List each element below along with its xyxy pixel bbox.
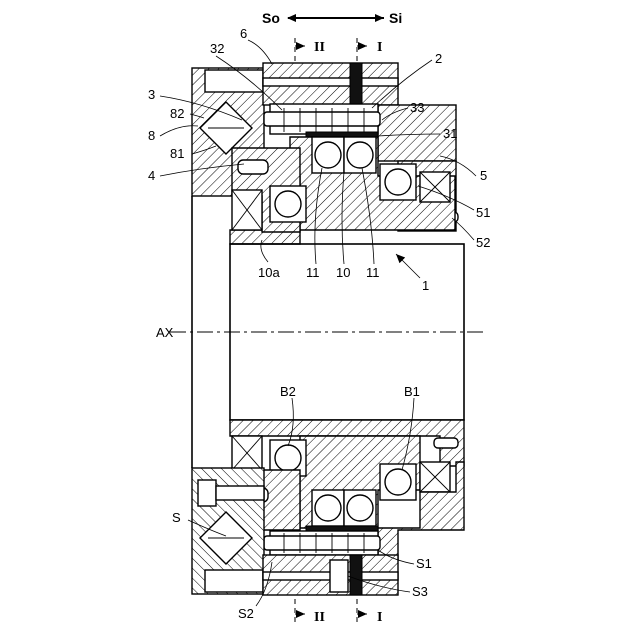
label-3: 3 — [148, 87, 155, 102]
label-b1: B1 — [404, 384, 420, 399]
ring-gear-upper — [350, 63, 362, 105]
label-5: 5 — [480, 168, 487, 183]
bolt-upper — [238, 160, 268, 174]
bolt-shank-lower — [216, 486, 264, 500]
pin-lower — [434, 438, 458, 448]
label-82: 82 — [170, 106, 184, 121]
label-s2: S2 — [238, 606, 254, 621]
label-31: 31 — [443, 126, 457, 141]
label-10: 10 — [336, 265, 350, 280]
ball-11a-lower — [315, 495, 341, 521]
label-52: 52 — [476, 235, 490, 250]
bolt-s3 — [330, 560, 348, 592]
label-s3: S3 — [412, 584, 428, 599]
direction-indicator: So Si — [262, 10, 402, 26]
bolt-head-lower — [198, 480, 216, 506]
eccentric-shaft-upper — [264, 112, 380, 126]
section-two-top: II — [314, 40, 325, 55]
label-6: 6 — [240, 26, 247, 41]
flex-spline-lower — [306, 526, 378, 531]
section-one-top: I — [377, 40, 382, 55]
ball-11a-upper — [315, 142, 341, 168]
ball-11b-lower — [347, 495, 373, 521]
upper-assembly — [192, 63, 458, 244]
ball-b1-lower — [385, 469, 411, 495]
direction-left-label: So — [262, 10, 280, 26]
direction-right-label: Si — [389, 10, 402, 26]
label-11-first: 11 — [306, 265, 320, 280]
label-51: 51 — [476, 205, 490, 220]
label-10a: 10a — [258, 265, 280, 280]
label-8: 8 — [148, 128, 155, 143]
ball-b1-upper — [385, 169, 411, 195]
ring-gear-lower — [350, 555, 362, 595]
label-81: 81 — [170, 146, 184, 161]
flex-spline-upper — [306, 132, 378, 137]
label-s1: S1 — [416, 556, 432, 571]
flange-bolt-bore-lower — [205, 570, 263, 592]
ball-b2-lower — [275, 445, 301, 471]
label-ax: AX — [156, 325, 174, 340]
section-two-bottom: II — [314, 610, 325, 625]
label-11-second: 11 — [366, 265, 380, 280]
label-33: 33 — [410, 100, 424, 115]
flange-bolt-bore-upper — [205, 70, 263, 92]
label-32: 32 — [210, 41, 224, 56]
label-2: 2 — [435, 51, 442, 66]
eccentric-shaft-lower — [264, 536, 380, 550]
section-one-bottom: I — [377, 610, 382, 625]
label-4: 4 — [148, 168, 155, 183]
label-s: S — [172, 510, 181, 525]
label-1: 1 — [422, 278, 429, 293]
ball-11b-upper — [347, 142, 373, 168]
ball-b2-upper — [275, 191, 301, 217]
label-b2: B2 — [280, 384, 296, 399]
